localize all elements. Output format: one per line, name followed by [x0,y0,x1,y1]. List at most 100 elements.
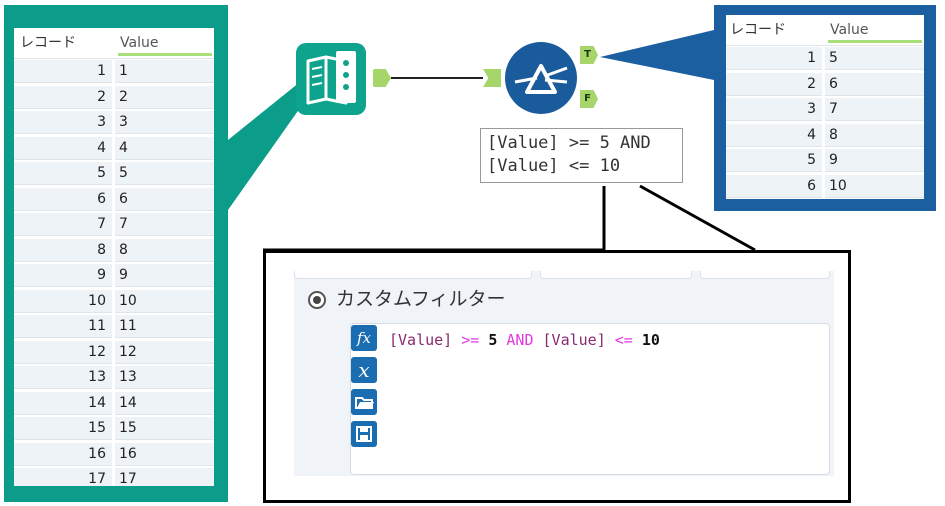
value-cell[interactable]: 2 [115,85,214,109]
value-cell[interactable]: 9 [825,149,924,172]
open-book-icon [306,51,356,105]
column-header-value[interactable]: Value [116,28,214,58]
save-icon[interactable] [351,421,377,447]
row-number: 8 [14,238,112,262]
value-cell[interactable]: 1 [115,60,214,83]
value-cell[interactable]: 6 [825,72,924,96]
value-cell[interactable]: 14 [115,391,214,415]
value-cell[interactable]: 17 [115,468,214,486]
filter-tool[interactable] [505,42,577,114]
function-icon[interactable]: fx [351,325,377,351]
expression-editor[interactable] [350,323,830,475]
grid-header: レコード Value [14,28,214,59]
expression-token: [Value] [389,331,453,349]
row-number: 7 [14,213,112,236]
value-cell[interactable]: 12 [115,340,214,364]
row-number: 15 [14,417,112,440]
row-number: 12 [14,340,112,364]
value-cell[interactable]: 10 [115,289,214,313]
value-cell[interactable]: 3 [115,111,214,134]
value-cell[interactable]: 7 [825,98,924,121]
mode-tabs [294,271,834,279]
column-header-value-label: Value [120,35,159,51]
true-output-anchor[interactable]: T [580,46,598,64]
row-number: 10 [14,289,112,313]
row-number: 2 [14,85,112,109]
value-cell[interactable]: 11 [115,315,214,338]
value-cell[interactable]: 16 [115,442,214,466]
row-number: 5 [14,162,112,185]
expression-token [452,331,461,349]
expression-token: >= [461,331,480,349]
value-cell[interactable]: 13 [115,366,214,389]
mode-tab-1[interactable] [294,271,532,279]
configuration-panel: カスタムフィルター fx x [Value] >= 5 AND [Value] … [294,271,834,476]
expression-text: [Value] >= 5 AND [Value] <= 10 [389,329,660,351]
row-number: 14 [14,391,112,415]
row-number: 2 [726,72,822,96]
expression-token: 5 [488,331,498,349]
row-number: 3 [14,111,112,134]
value-cell[interactable]: 10 [825,174,924,198]
row-number: 4 [726,123,822,147]
annotation-line-2: [Value] <= 10 [487,156,621,176]
value-cell[interactable]: 5 [825,47,924,70]
variable-icon[interactable]: x [351,357,377,383]
value-cell[interactable]: 8 [115,238,214,262]
open-folder-icon[interactable] [351,389,377,415]
value-cell[interactable]: 9 [115,264,214,287]
row-number: 11 [14,315,112,338]
input-data-tool[interactable] [296,43,366,115]
mode-tab-2[interactable] [540,271,692,279]
value-cell[interactable]: 5 [115,162,214,185]
row-number: 5 [726,149,822,172]
column-header-record[interactable]: レコード [730,22,786,38]
column-header-record[interactable]: レコード [20,35,76,51]
expression-token [606,331,615,349]
expression-token: AND [506,331,534,349]
false-output-anchor[interactable]: F [580,90,598,108]
grid-header: レコード Value [726,15,924,46]
expression-token: <= [614,331,633,349]
column-header-value[interactable]: Value [826,15,924,45]
row-number: 1 [14,60,112,83]
row-number: 16 [14,442,112,466]
value-cell[interactable]: 15 [115,417,214,440]
custom-filter-radio[interactable] [308,291,326,309]
value-cell[interactable]: 6 [115,187,214,211]
mode-tab-3[interactable] [700,271,830,279]
expression-token: 10 [641,331,660,349]
zoom-callout-line [263,186,606,252]
output-anchor[interactable] [373,69,391,87]
value-cell[interactable]: 8 [825,123,924,147]
column-header-value-label: Value [830,22,869,38]
value-cell[interactable]: 7 [115,213,214,236]
input-anchor[interactable] [483,69,501,87]
value-cell[interactable]: 4 [115,136,214,160]
